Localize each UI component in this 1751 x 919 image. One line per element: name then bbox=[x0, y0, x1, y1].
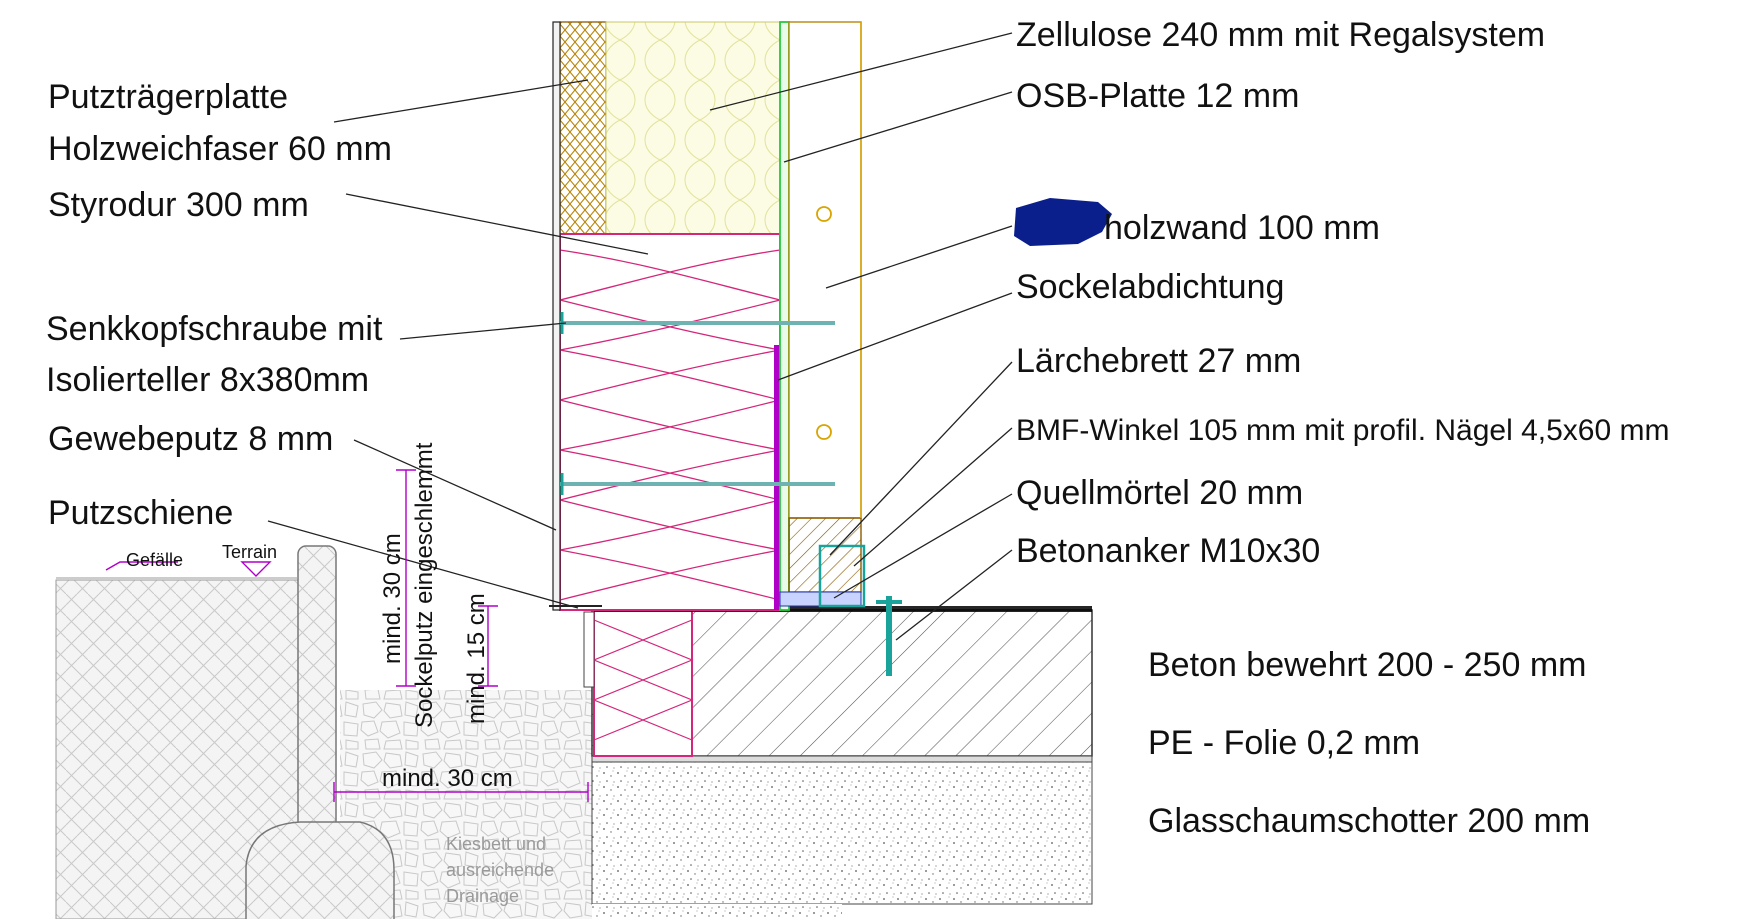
label-bmf-winkel: BMF-Winkel 105 mm mit profil. Nägel 4,5x… bbox=[1016, 414, 1670, 447]
label-glasschaum: Glasschaumschotter 200 mm bbox=[1148, 802, 1590, 840]
label-senkkopf-line2: Isolierteller 8x380mm bbox=[46, 361, 369, 399]
dim-text-mind15: mind. 15 cm bbox=[463, 593, 490, 724]
dim-text-mind30-vertical: mind. 30 cm bbox=[379, 533, 406, 664]
dim-mind30-horizontal bbox=[333, 782, 589, 802]
terrain-level-marker bbox=[240, 561, 272, 577]
label-putzschiene: Putzschiene bbox=[48, 494, 233, 532]
label-styrodur: Styrodur 300 mm bbox=[48, 186, 309, 224]
curb-stone bbox=[297, 545, 337, 869]
label-pe-folie: PE - Folie 0,2 mm bbox=[1148, 724, 1420, 762]
dowel-bottom bbox=[816, 424, 832, 440]
label-quellmoertel: Quellmörtel 20 mm bbox=[1016, 474, 1303, 512]
osb-board bbox=[779, 21, 790, 611]
dim-mind15 bbox=[478, 605, 498, 687]
label-zellulose: Zellulose 240 mm mit Regalsystem bbox=[1016, 16, 1545, 54]
solid-wood-wall bbox=[788, 21, 862, 519]
slab-edge-board bbox=[583, 611, 595, 688]
leader-osb bbox=[783, 91, 1013, 163]
label-gefaelle: Gefälle bbox=[126, 550, 183, 570]
dim-text-mind30-horizontal: mind. 30 cm bbox=[382, 765, 513, 792]
slab-top-sealing bbox=[594, 606, 1092, 612]
leader-quellmoertel bbox=[833, 493, 1013, 599]
perimeter-insulation bbox=[593, 609, 693, 757]
label-gewebeputz: Gewebeputz 8 mm bbox=[48, 420, 333, 458]
sockel-sealing-strip bbox=[774, 345, 782, 610]
leader-putztraeger bbox=[333, 79, 589, 123]
styrodur-layer bbox=[559, 233, 781, 611]
label-senkkopf-line1: Senkkopfschraube mit bbox=[46, 310, 383, 348]
label-osb: OSB-Platte 12 mm bbox=[1016, 77, 1299, 115]
label-kiesbett-line1: Kiesbett und bbox=[446, 834, 546, 854]
label-kiesbett-line2: ausreichende bbox=[446, 860, 554, 880]
leader-massivholzwand bbox=[825, 225, 1013, 289]
leader-betonanker bbox=[895, 549, 1013, 641]
bmf-angle bbox=[818, 544, 866, 608]
redaction-mark bbox=[1014, 198, 1112, 246]
label-kiesbett-line3: Drainage bbox=[446, 886, 519, 906]
leader-putzschiene bbox=[267, 520, 579, 609]
terrain-slope-marker bbox=[105, 561, 178, 571]
leader-zellulose bbox=[709, 32, 1013, 111]
label-laerchebrett: Lärchebrett 27 mm bbox=[1016, 342, 1301, 380]
cellulose-layer bbox=[605, 21, 781, 235]
leader-senkkopf bbox=[399, 322, 567, 340]
dowel-top bbox=[816, 206, 832, 222]
leader-bmf bbox=[853, 427, 1013, 567]
label-beton: Beton bewehrt 200 - 250 mm bbox=[1148, 646, 1586, 684]
label-massivholzwand: holzwand 100 mm bbox=[1104, 209, 1380, 247]
label-sockelabdichtung: Sockelabdichtung bbox=[1016, 268, 1284, 306]
label-terrain: Terrain bbox=[222, 542, 277, 562]
putztraeger-board bbox=[559, 21, 607, 235]
label-putztraeger-line1: Putzträgerplatte bbox=[48, 78, 288, 116]
leader-sockelabdichtung bbox=[777, 292, 1013, 381]
foam-glass-gravel-lower bbox=[592, 904, 842, 919]
foam-glass-gravel bbox=[591, 761, 1093, 905]
plaster-layer bbox=[552, 21, 561, 611]
leader-gewebeputz bbox=[353, 439, 557, 531]
dim-text-sockelputz: Sockelputz eingeschlemmt bbox=[411, 442, 438, 728]
perimeter-insulation-pattern bbox=[592, 619, 694, 741]
styrodur-pattern bbox=[559, 249, 781, 601]
drain-pipe bbox=[245, 821, 395, 919]
label-betonanker: Betonanker M10x30 bbox=[1016, 532, 1320, 570]
leader-styrodur bbox=[345, 193, 649, 255]
leader-laerchebrett bbox=[829, 361, 1013, 556]
dim-mind30-vertical bbox=[396, 469, 416, 687]
label-putztraeger-line2: Holzweichfaser 60 mm bbox=[48, 130, 392, 168]
larch-board bbox=[788, 517, 862, 593]
